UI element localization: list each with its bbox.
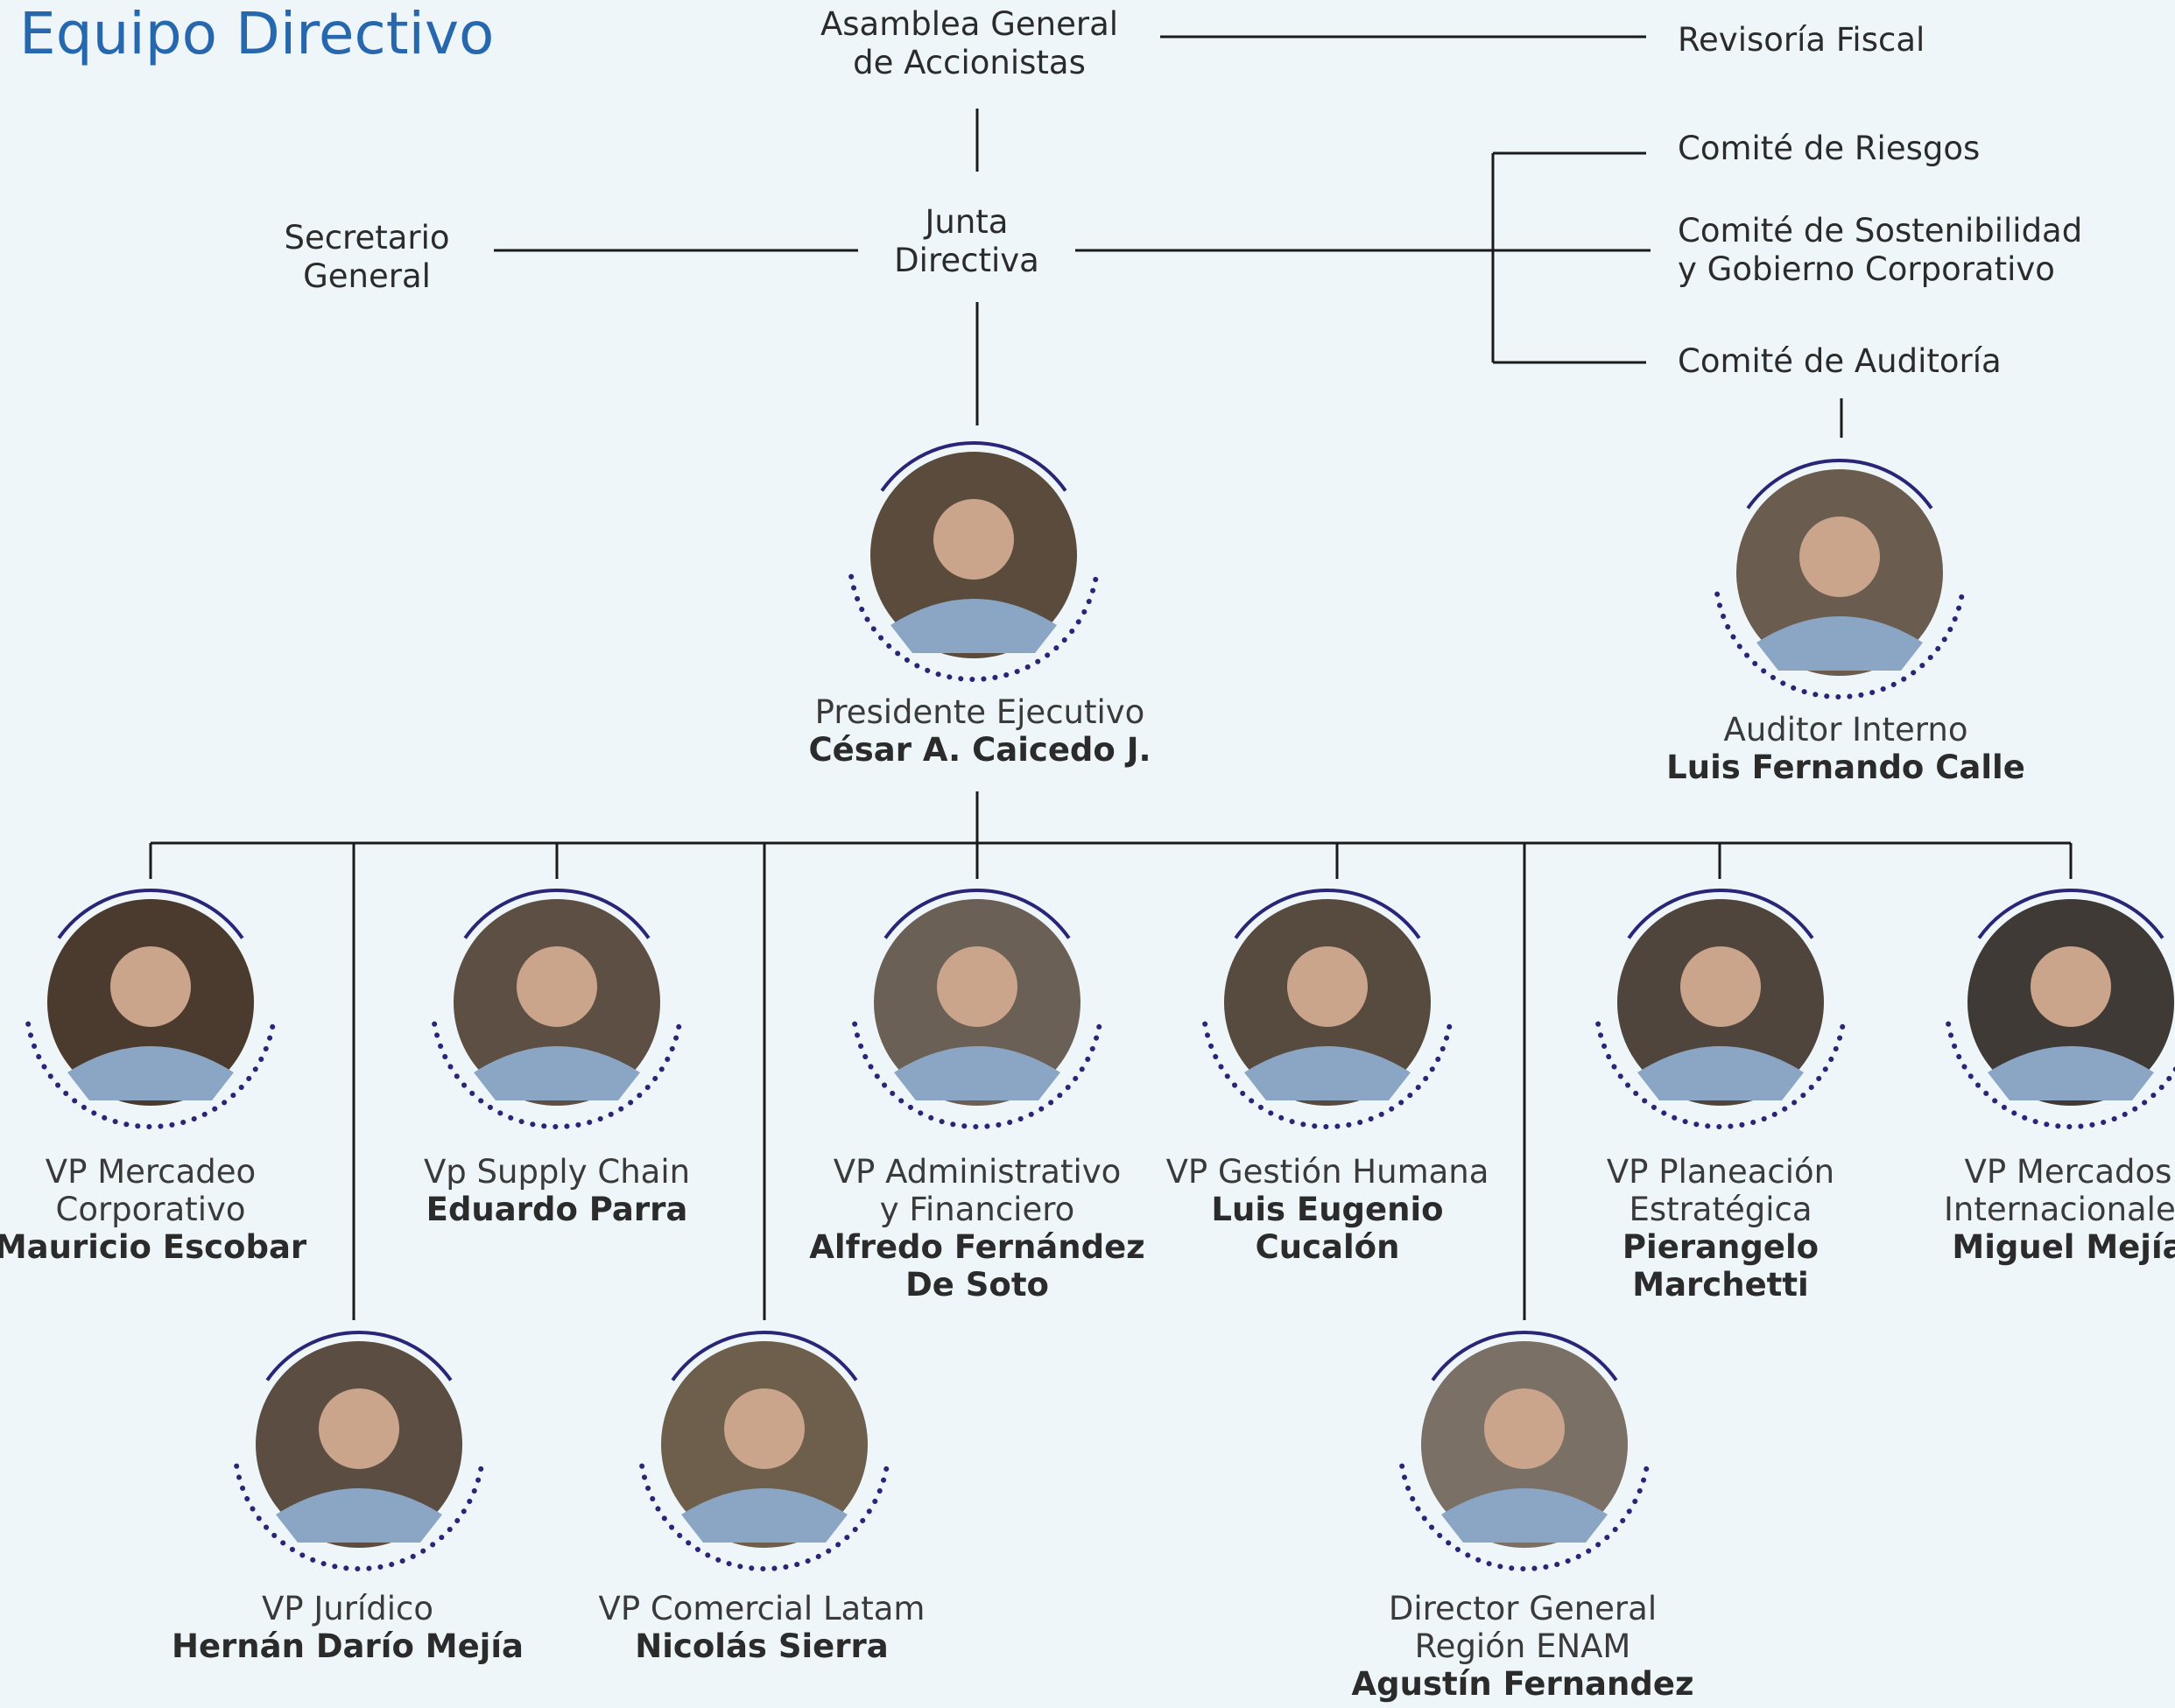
page-title: Equipo Directivo — [19, 0, 495, 67]
portrait-shirt — [890, 599, 1057, 653]
portrait-shirt — [1988, 1046, 2154, 1100]
comite-auditoria-label: Comité de Auditoría — [1678, 342, 2002, 380]
portrait-face — [933, 499, 1014, 580]
portrait-face — [937, 946, 1017, 1027]
portrait-dotted-arc — [1714, 591, 1965, 699]
vp-card: VP Jurídico Hernán Darío Mejía — [172, 1590, 524, 1665]
portrait-top-arc — [1746, 459, 1933, 510]
portrait-face — [110, 946, 191, 1027]
portrait-shirt — [1441, 1488, 1608, 1543]
portrait-shirt — [894, 1046, 1060, 1100]
portrait-face — [724, 1388, 805, 1469]
portrait-dotted-arc — [1595, 1021, 1846, 1129]
portrait-dotted-arc — [432, 1021, 682, 1130]
portrait-top-arc — [1431, 1331, 1618, 1381]
portrait-top-arc — [671, 1331, 858, 1381]
portrait-shirt — [67, 1046, 234, 1100]
presidente-name: César A. Caicedo J. — [808, 731, 1151, 769]
portrait-shirt — [1637, 1046, 1804, 1100]
portrait-dotted-arc — [234, 1463, 484, 1572]
portrait-face — [517, 946, 597, 1027]
portrait-top-arc — [463, 889, 651, 939]
portrait-top-arc — [57, 889, 244, 939]
portrait-dotted-arc — [1202, 1021, 1453, 1129]
portrait-shirt — [1244, 1046, 1411, 1100]
portrait-face — [1680, 946, 1761, 1027]
vp-role: VP Gestión Humana — [1165, 1153, 1489, 1191]
portrait-face — [1484, 1388, 1565, 1469]
vp-name: Eduardo Parra — [426, 1191, 688, 1228]
comite-sostenibilidad-label: Comité de Sostenibilidad y Gobierno Corp… — [1678, 212, 2083, 288]
vp-name: Agustín Fernandez — [1351, 1665, 1694, 1703]
portrait-face — [1799, 517, 1880, 597]
vp-card: Vp Supply Chain Eduardo Parra — [424, 1153, 690, 1228]
junta-label: Junta Directiva — [894, 203, 1039, 279]
portrait-top-arc — [1627, 889, 1814, 939]
auditor-name: Luis Fernando Calle — [1666, 749, 2025, 786]
vp-card: VP Comercial Latam Nicolás Sierra — [599, 1590, 926, 1665]
portrait-dotted-arc — [25, 1021, 276, 1130]
auditor-role: Auditor Interno — [1723, 711, 1968, 749]
portrait-face — [1287, 946, 1368, 1027]
portrait-shirt — [681, 1488, 848, 1543]
secretario-label: Secretario General — [284, 219, 450, 295]
portrait-top-arc — [880, 441, 1067, 492]
portrait-top-arc — [1234, 889, 1421, 939]
presidente-role: Presidente Ejecutivo — [814, 693, 1145, 731]
portrait-shirt — [474, 1046, 640, 1100]
portrait-dotted-arc — [1399, 1463, 1650, 1571]
portrait-top-arc — [265, 1331, 453, 1381]
portrait-face — [319, 1388, 399, 1469]
portrait-dotted-arc — [639, 1463, 890, 1571]
revisoria-label: Revisoría Fiscal — [1678, 21, 1925, 59]
asamblea-label: Asamblea General de Accionistas — [820, 5, 1119, 81]
vp-name: Nicolás Sierra — [635, 1627, 889, 1665]
vp-name: Miguel Mejía — [1952, 1228, 2175, 1266]
vp-role: Vp Supply Chain — [423, 1153, 691, 1191]
presidente-card: Presidente Ejecutivo César A. Caicedo J. — [808, 693, 1151, 769]
portrait-rings — [25, 441, 2175, 1572]
portrait-top-arc — [1977, 889, 2164, 939]
portrait-top-arc — [883, 889, 1071, 939]
vp-name: Mauricio Escobar — [0, 1228, 307, 1266]
vp-role: VP Jurídico — [262, 1590, 433, 1627]
portrait-dotted-arc — [848, 573, 1099, 682]
vp-name: Hernán Darío Mejía — [172, 1627, 524, 1665]
comite-riesgos-label: Comité de Riesgos — [1678, 130, 1981, 167]
portrait-shirt — [1756, 616, 1923, 671]
portrait-dotted-arc — [1946, 1021, 2175, 1129]
portrait-face — [2031, 946, 2111, 1027]
auditor-card: Auditor Interno Luis Fernando Calle — [1666, 711, 2025, 786]
vp-role: VP Comercial Latam — [598, 1590, 926, 1627]
portrait-dotted-arc — [852, 1021, 1102, 1129]
portrait-shirt — [276, 1488, 442, 1543]
